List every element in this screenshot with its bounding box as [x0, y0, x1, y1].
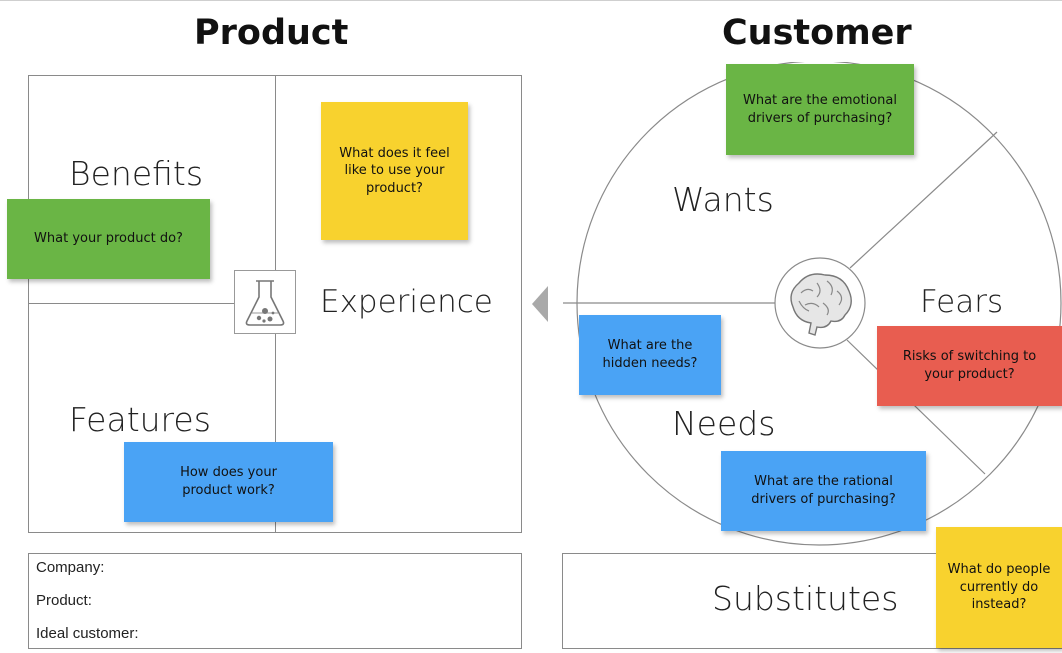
- customer-heading: Customer: [722, 13, 912, 53]
- benefits-label: Benefits: [69, 154, 204, 193]
- flask-icon: [234, 270, 296, 334]
- wants-label: Wants: [672, 180, 774, 219]
- top-divider: [0, 0, 1062, 1]
- product-field-label: Product:: [36, 592, 92, 609]
- company-field-label: Company:: [36, 559, 105, 576]
- sticky-note-substitutes: What do people currently do instead?: [936, 527, 1062, 648]
- arrow-left-icon: [532, 286, 548, 322]
- experience-label: Experience: [320, 284, 493, 320]
- sticky-note-fears: Risks of switching to your product?: [877, 326, 1062, 406]
- brain-icon: [771, 257, 869, 349]
- features-label: Features: [69, 400, 211, 439]
- sticky-note-experience: What does it feel like to use your produ…: [321, 102, 468, 240]
- sticky-note-features: How does your product work?: [124, 442, 333, 522]
- info-box: [28, 553, 522, 649]
- sticky-note-wants: What are the emotional drivers of purcha…: [726, 64, 914, 155]
- needs-label: Needs: [672, 404, 776, 443]
- product-heading: Product: [194, 13, 349, 53]
- fears-label: Fears: [920, 284, 1004, 320]
- substitutes-label: Substitutes: [712, 579, 899, 618]
- product-horizontal-divider: [28, 303, 276, 304]
- sticky-note-hidden-needs: What are the hidden needs?: [579, 315, 721, 395]
- sticky-note-benefits: What your product do?: [7, 199, 210, 279]
- customer-circle: [563, 62, 1062, 546]
- sticky-note-rational: What are the rational drivers of purchas…: [721, 451, 926, 531]
- ideal-customer-field-label: Ideal customer:: [36, 625, 139, 642]
